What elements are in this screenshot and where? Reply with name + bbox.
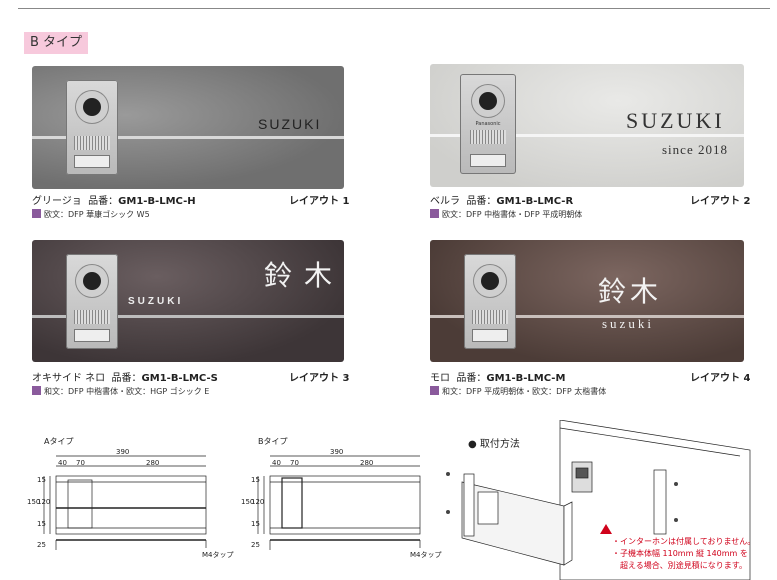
nameplate-subtext: SUZUKI [128,296,184,307]
dim-b-h1: 15 [251,476,260,484]
panel-groove [32,315,344,318]
panel-caption: グリージョ 品番：GM1-B-LMC-H [32,196,196,207]
layout-label: レイアウト 3 [289,373,350,384]
top-rule [18,8,770,9]
notes-block: ・インターホンは付属しておりません。 ・子機本体幅 110mm 縦 140mm … [612,536,755,572]
mount-title: ● 取付方法 [468,439,520,450]
dim-b-total: 390 [330,448,344,456]
drawing-a-title: Aタイプ [44,437,74,446]
font-line: 和文：DFP 平成明朝体・欧文：DFP 太楷書体 [430,386,606,397]
nameplate-text: SUZUKI [626,108,725,133]
font-line: 欧文：DFP 華康ゴシック W5 [32,209,150,220]
panel-groove [430,134,744,137]
panel-moro: 鈴木 suzuki [430,240,744,362]
intercom-unit [66,80,118,175]
dim-a-h2: 120 [37,498,51,506]
font-icon [32,209,41,218]
panel-grigio: SUZUKI [32,66,344,189]
dim-a-d3: 280 [146,459,160,467]
layout-label: レイアウト 4 [690,373,751,384]
dim-b-d3: 280 [360,459,374,467]
dim-b-d1: 40 [272,459,281,467]
dim-a-h1: 15 [37,476,46,484]
dim-a-h3: 15 [37,520,46,528]
font-line: 欧文：DFP 中楷書体・DFP 平成明朝体 [430,209,582,220]
panel-caption: モロ 品番：GM1-B-LMC-M [430,373,566,384]
panel-bella: Panasonic SUZUKI since 2018 [430,64,744,187]
layout-label: レイアウト 1 [289,196,350,207]
drawing-a-type [43,455,207,550]
dim-b-h2: 120 [251,498,265,506]
mount-diagram [446,420,751,580]
nameplate-text: SUZUKI [258,116,322,132]
nameplate-text: 鈴木 [598,275,663,308]
nameplate-text: 鈴木 [264,259,344,292]
dim-b-d2: 70 [290,459,299,467]
font-icon [430,209,439,218]
panel-caption: ベルラ 品番：GM1-B-LMC-R [430,196,574,207]
nameplate-subtext: suzuki [602,316,654,331]
intercom-unit [464,254,516,349]
note-line: ・インターホンは付属しておりません。 [612,537,756,546]
note-line: 超える場合、別途見積になります。 [612,561,747,570]
note-line: ・子機本体幅 110mm 縦 140mm を [612,549,748,558]
section-badge: B タイプ [24,32,88,54]
dim-a-d1: 40 [58,459,67,467]
intercom-unit: Panasonic [460,74,516,174]
panel-oxide-nero: 鈴木 SUZUKI [32,240,344,362]
dim-b-h3: 15 [251,520,260,528]
intercom-unit [66,254,118,349]
layout-label: レイアウト 2 [690,196,751,207]
dim-b-foot: 25 [251,541,260,549]
intercom-brand: Panasonic [475,121,501,127]
dim-a-tap: M4タップ [202,551,234,559]
panel-groove [32,136,344,139]
panel-groove [430,315,744,318]
nameplate-subtext: since 2018 [662,142,728,157]
dim-b-h-total: 150 [241,498,255,506]
drawing-b-type [257,455,421,550]
dim-a-d2: 70 [76,459,85,467]
dim-a-foot: 25 [37,541,46,549]
drawing-b-title: Bタイプ [258,437,288,446]
panel-caption: オキサイド ネロ 品番：GM1-B-LMC-S [32,373,218,384]
dim-b-tap: M4タップ [410,551,442,559]
font-icon [430,386,439,395]
dim-a-total: 390 [116,448,130,456]
font-line: 和文：DFP 中楷書体・欧文：HGP ゴシック E [32,386,209,397]
font-icon [32,386,41,395]
dim-a-h-total: 150 [27,498,41,506]
